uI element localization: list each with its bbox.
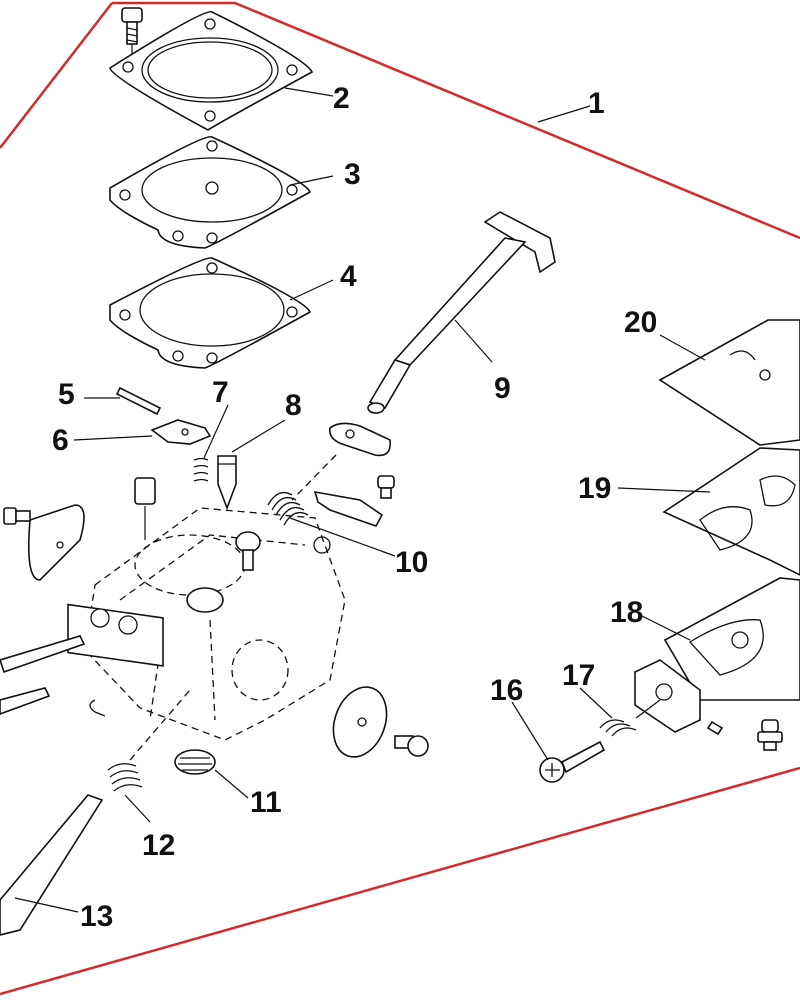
callout-7: 7 bbox=[212, 376, 229, 409]
callout-5: 5 bbox=[58, 378, 75, 411]
kit-boundary-outline bbox=[112, 1, 800, 240]
carburetor-body bbox=[67, 507, 346, 741]
callout-8: 8 bbox=[285, 389, 302, 422]
housing-screw bbox=[757, 719, 783, 751]
choke-screw-left bbox=[3, 507, 31, 525]
part-12-spring bbox=[107, 763, 143, 792]
callout-9: 9 bbox=[494, 372, 511, 405]
kit-boundary-bottom bbox=[0, 766, 800, 996]
callout-20: 20 bbox=[624, 306, 657, 339]
callout-16: 16 bbox=[490, 674, 523, 707]
part-3-pump-diaphragm bbox=[109, 135, 312, 249]
small-pin bbox=[706, 720, 724, 736]
callout-11: 11 bbox=[250, 786, 282, 819]
part-2-pump-cover bbox=[109, 11, 314, 131]
part-7-lever-spring bbox=[193, 457, 209, 482]
callout-3: 3 bbox=[344, 158, 361, 191]
callout-2: 2 bbox=[333, 82, 350, 115]
throttle-screw-right bbox=[394, 735, 429, 757]
cover-screw bbox=[121, 7, 143, 45]
part-20-gasket bbox=[658, 319, 800, 446]
callout-13: 13 bbox=[80, 900, 113, 933]
callout-12: 12 bbox=[142, 829, 175, 862]
choke-cap bbox=[134, 477, 156, 505]
part-6-metering-lever bbox=[150, 419, 212, 445]
callout-17: 17 bbox=[562, 659, 595, 692]
part-16-adjusting-screw bbox=[539, 740, 606, 783]
adjusting-needles bbox=[0, 635, 86, 715]
callout-19: 19 bbox=[578, 472, 611, 505]
part-10-lever bbox=[313, 490, 384, 527]
part-19-metering-diaphragm bbox=[662, 447, 800, 576]
callout-6: 6 bbox=[52, 424, 69, 457]
choke-plate-left bbox=[27, 504, 85, 581]
part-10-spring bbox=[267, 491, 309, 526]
e-clip bbox=[313, 536, 331, 554]
throttle-lever bbox=[328, 422, 392, 457]
center-screw bbox=[235, 531, 261, 571]
retaining-clip bbox=[89, 699, 106, 717]
part-5-pin bbox=[115, 386, 162, 416]
callout-1: 1 bbox=[588, 87, 605, 120]
part-17-spring bbox=[599, 719, 637, 737]
part-4-gasket bbox=[109, 257, 312, 369]
callout-18: 18 bbox=[610, 596, 643, 629]
callout-4: 4 bbox=[340, 260, 357, 293]
callout-10: 10 bbox=[395, 546, 428, 579]
part-8-inlet-needle bbox=[217, 455, 237, 511]
part-9-throttle-shaft bbox=[367, 211, 556, 414]
part-18-metering-housing bbox=[634, 577, 800, 733]
throttle-plate-right bbox=[332, 686, 388, 758]
part-11-fuel-screen bbox=[174, 749, 216, 775]
kit-boundary-left bbox=[0, 2, 113, 149]
lever-screw bbox=[377, 475, 395, 499]
